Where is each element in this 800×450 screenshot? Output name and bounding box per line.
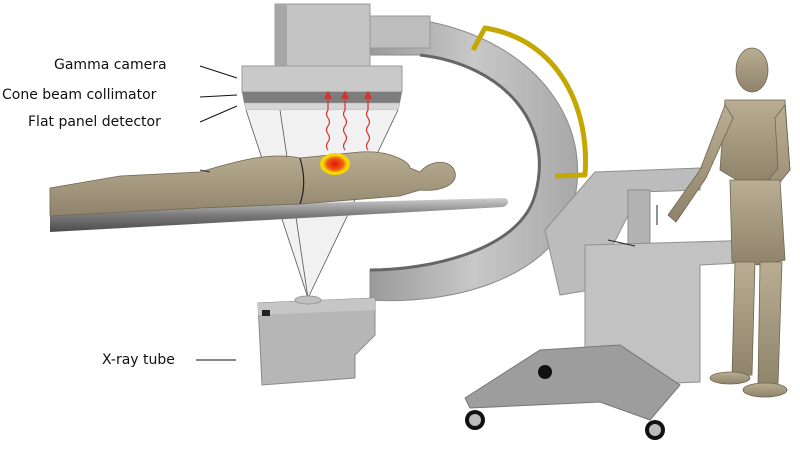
leader-lines <box>196 65 238 361</box>
label-flat-panel-detector: Flat panel detector <box>28 114 161 130</box>
operator-mannequin <box>667 47 791 398</box>
patient-mannequin <box>49 151 456 217</box>
xray-tube <box>257 295 376 386</box>
detector-head <box>241 3 431 111</box>
patient-table <box>50 198 508 232</box>
label-gamma-camera: Gamma camera <box>54 57 167 73</box>
radiotracer-hotspot <box>320 153 350 175</box>
cable <box>470 25 589 179</box>
label-x-ray-tube: X-ray tube <box>102 352 175 368</box>
gamma-rays <box>324 90 372 151</box>
mobile-cart <box>464 167 761 440</box>
label-cone-beam-collimator: Cone beam collimator <box>2 87 157 103</box>
